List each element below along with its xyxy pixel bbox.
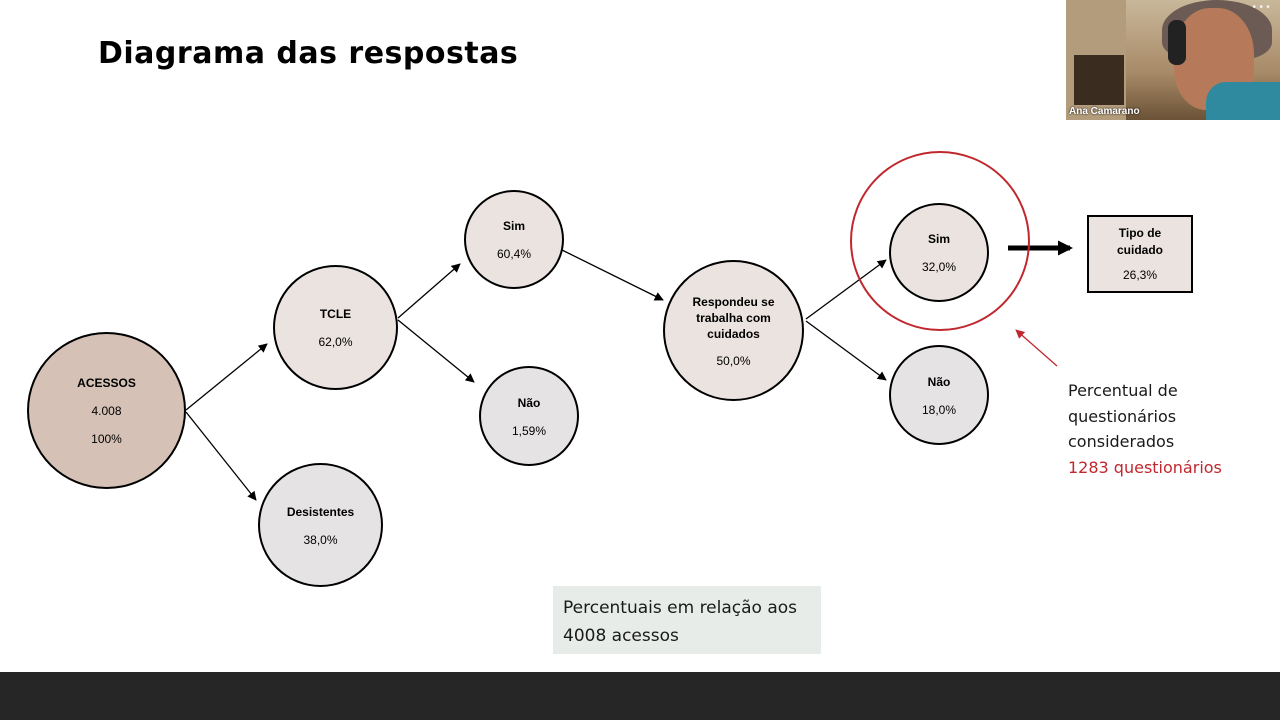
node-sim-cuidados-value: 32,0%	[921, 260, 957, 274]
note-pointer-arrow	[1015, 329, 1058, 367]
node-acessos-percent: 100%	[91, 432, 122, 446]
node-desistentes-label: Desistentes	[286, 504, 355, 519]
webcam-thumbnail[interactable]: ••• Ana Camarano	[1066, 0, 1280, 120]
arrow-tcle-sim	[397, 263, 461, 319]
node-sim-tcle-label: Sim	[502, 219, 525, 233]
connector-layer	[185, 151, 1073, 501]
node-respondeu-label: Respondeu se trabalha com cuidados	[692, 294, 775, 341]
note-text: Percentual de questionários considerados	[1068, 381, 1178, 451]
arrow-respondeu-sim	[805, 259, 887, 320]
arrow-respondeu-nao	[805, 320, 887, 381]
highlight-circle	[850, 151, 1030, 331]
node-tcle: TCLE 62,0%	[273, 265, 398, 390]
node-nao-tcle-label: Não	[517, 395, 541, 410]
node-sim-tcle-value: 60,4%	[496, 247, 532, 261]
headset-icon	[1168, 20, 1186, 65]
box-tipo-de-cuidado: Tipo de cuidado 26,3%	[1087, 215, 1193, 293]
webcam-scarf	[1206, 82, 1280, 120]
node-tcle-label: TCLE	[319, 307, 352, 321]
node-acessos-label: ACESSOS	[77, 376, 136, 390]
webcam-shelf	[1074, 55, 1124, 105]
node-nao-cuidados-label: Não	[927, 374, 951, 389]
node-sim-cuidados-label: Sim	[927, 232, 950, 246]
node-sim-cuidados: Sim 32,0%	[889, 203, 989, 302]
more-options-icon[interactable]: •••	[1251, 2, 1272, 13]
note-questionarios: Percentual de questionários considerados…	[1068, 378, 1268, 480]
node-respondeu: Respondeu se trabalha com cuidados 50,0%	[663, 260, 804, 401]
node-acessos: ACESSOS 4.008 100%	[27, 332, 186, 489]
node-nao-tcle-value: 1,59%	[511, 423, 547, 438]
node-desistentes: Desistentes 38,0%	[258, 463, 383, 587]
arrow-acessos-desistentes	[185, 411, 257, 501]
node-nao-tcle: Não 1,59%	[479, 366, 579, 466]
node-nao-cuidados-value: 18,0%	[921, 402, 957, 417]
node-acessos-value: 4.008	[91, 404, 122, 418]
slide-title: Diagrama das respostas	[98, 36, 519, 71]
arrow-acessos-tcle	[185, 343, 268, 411]
arrow-sim-respondeu	[561, 249, 664, 301]
bottom-bar	[0, 672, 1280, 720]
node-respondeu-value: 50,0%	[716, 353, 751, 368]
participant-name: Ana Camarano	[1069, 106, 1140, 117]
box-tipo-value: 26,3%	[1122, 268, 1158, 282]
node-tcle-value: 62,0%	[318, 335, 353, 349]
node-desistentes-value: 38,0%	[303, 532, 338, 547]
box-tipo-label: Tipo de cuidado	[1116, 226, 1163, 257]
footnote-box: Percentuais em relação aos 4008 acessos	[553, 586, 821, 654]
node-sim-tcle: Sim 60,4%	[464, 190, 564, 289]
arrow-tcle-nao	[397, 319, 475, 383]
node-nao-cuidados: Não 18,0%	[889, 345, 989, 445]
note-highlight: 1283 questionários	[1068, 457, 1222, 477]
